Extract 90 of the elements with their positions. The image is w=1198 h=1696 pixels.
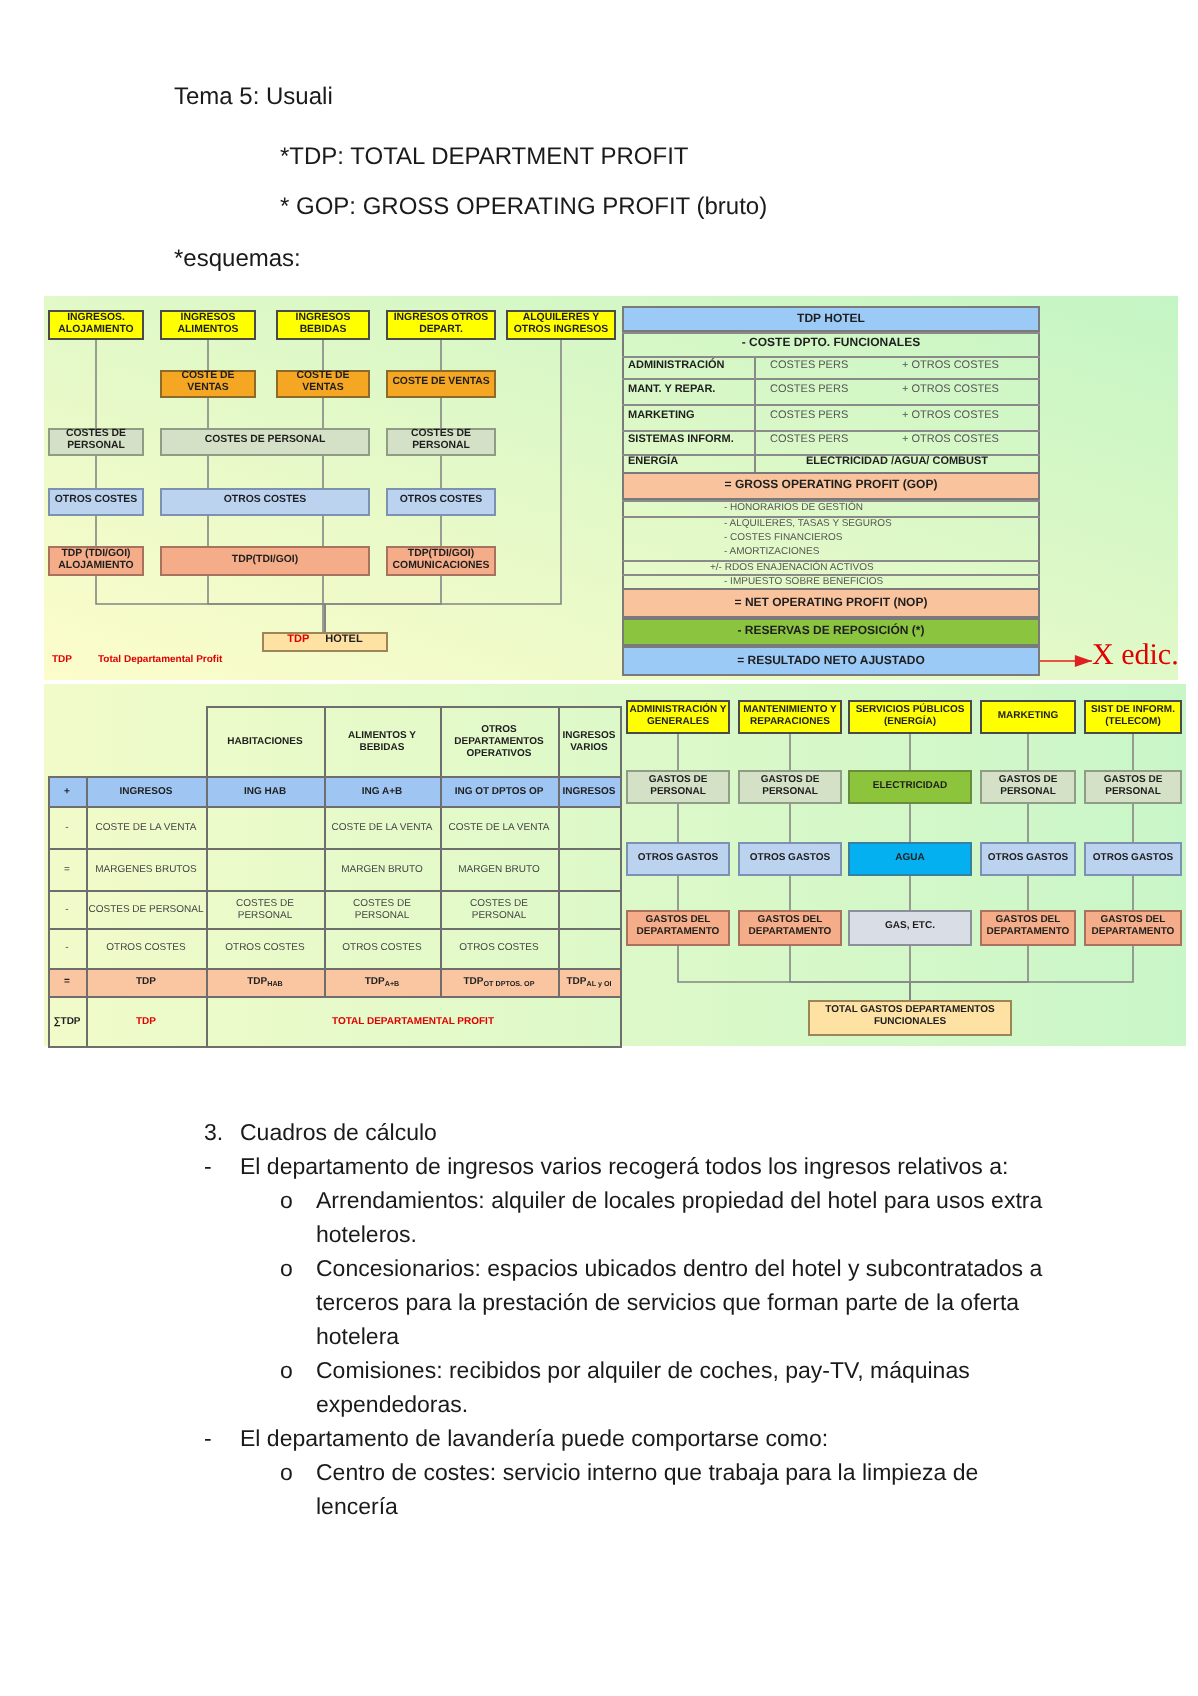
list-text: El departamento de lavandería puede comportarse como: [240, 1426, 829, 1456]
connector-line [322, 515, 324, 547]
result-band [622, 588, 1040, 618]
page-title: Tema 5: Usuali [174, 82, 333, 110]
result-band [622, 618, 1040, 646]
department-expense-box [738, 910, 842, 946]
connector-line [95, 515, 97, 547]
connector-line [207, 515, 209, 547]
personnel-cost-box [980, 770, 1076, 804]
department-box [980, 700, 1076, 734]
revenue-box [48, 310, 144, 340]
personnel-cost-box [626, 770, 730, 804]
connector-line [789, 875, 791, 911]
connector-line [909, 803, 911, 843]
personnel-cost-box [738, 770, 842, 804]
cost-of-sales-box [386, 370, 496, 398]
list-bullet: o [280, 1190, 293, 1214]
result-band [622, 646, 1040, 676]
other-cost-box [48, 488, 144, 516]
list-bullet: o [280, 1258, 293, 1282]
connector-line [207, 455, 209, 489]
connector-line [909, 733, 911, 771]
department-expense-box [626, 910, 730, 946]
list-text: Concesionarios: espacios ubicados dentro del hotel y subcontratados a terceros para la prestación de servicios que forman parte de la oferta hotelera [316, 1256, 1045, 1354]
personnel-cost-box [386, 428, 496, 456]
connector-line [440, 339, 442, 371]
cost-of-sales-box [276, 370, 370, 398]
section-heading: *esquemas: [174, 242, 301, 276]
connector-line [322, 455, 324, 489]
total-box [262, 632, 388, 652]
connector-line [1132, 733, 1134, 771]
personnel-cost-box [160, 428, 370, 456]
other-cost-box [160, 488, 370, 516]
department-expense-box [1084, 910, 1182, 946]
connector-line [95, 339, 97, 429]
personnel-cost-box [1084, 770, 1182, 804]
connector-line [322, 575, 324, 633]
department-expense-box [980, 910, 1076, 946]
list-heading: Cuadros de cálculo [240, 1120, 437, 1150]
list-text: El departamento de ingresos varios recogerá todos los ingresos relativos a: [240, 1154, 1009, 1184]
utility-box [848, 770, 972, 804]
connector-line [677, 733, 679, 771]
annotation-text: X edic. [1092, 642, 1179, 672]
connector-line [1132, 803, 1134, 843]
other-cost-box [386, 488, 496, 516]
result-band [622, 472, 1040, 500]
other-cost-box [626, 842, 730, 876]
personnel-cost-box [48, 428, 144, 456]
utility-box [848, 910, 972, 946]
connector-line [909, 875, 911, 911]
profit-box [48, 546, 144, 576]
connector-line [324, 339, 562, 633]
definition-note: * GOP: GROSS OPERATING PROFIT (bruto) [280, 190, 768, 224]
list-bullet: o [280, 1360, 293, 1384]
connector-line [440, 397, 442, 429]
connector-line [207, 397, 209, 429]
connector-line [789, 803, 791, 843]
revenue-box [160, 310, 256, 340]
result-band [622, 306, 1040, 332]
connector-line [1027, 803, 1029, 843]
list-number: 3. [204, 1122, 224, 1146]
connector-line [789, 733, 791, 771]
utility-box [848, 842, 972, 876]
other-cost-box [738, 842, 842, 876]
connector-line [207, 339, 209, 371]
connector-line [440, 515, 442, 547]
connector-line [322, 339, 324, 371]
total-box [808, 1000, 1012, 1036]
list-text: Comisiones: recibidos por alquiler de coches, pay-TV, máquinas expendedoras. [316, 1358, 972, 1422]
arrow [1039, 655, 1093, 667]
list-bullet: - [204, 1156, 212, 1180]
connector-line [1132, 875, 1134, 911]
connector-line [322, 397, 324, 429]
connector-line [1027, 733, 1029, 771]
profit-box [160, 546, 370, 576]
connector-line [1027, 875, 1029, 911]
list-bullet: - [204, 1428, 212, 1452]
other-cost-box [1084, 842, 1182, 876]
connector-line [909, 945, 1134, 1001]
list-text: Centro de costes: servicio interno que trabaja para la limpieza de lencería [316, 1460, 981, 1524]
connector-line [677, 875, 679, 911]
definition-note: *TDP: TOTAL DEPARTMENT PROFIT [280, 140, 689, 174]
list-text: Arrendamientos: alquiler de locales propiedad del hotel para usos extra hoteleros. [316, 1188, 1045, 1252]
connector-line [95, 455, 97, 489]
connector-line [440, 455, 442, 489]
revenue-box [276, 310, 370, 340]
cost-of-sales-box [160, 370, 256, 398]
list-bullet: o [280, 1462, 293, 1486]
other-cost-box [980, 842, 1076, 876]
connector-line [677, 803, 679, 843]
